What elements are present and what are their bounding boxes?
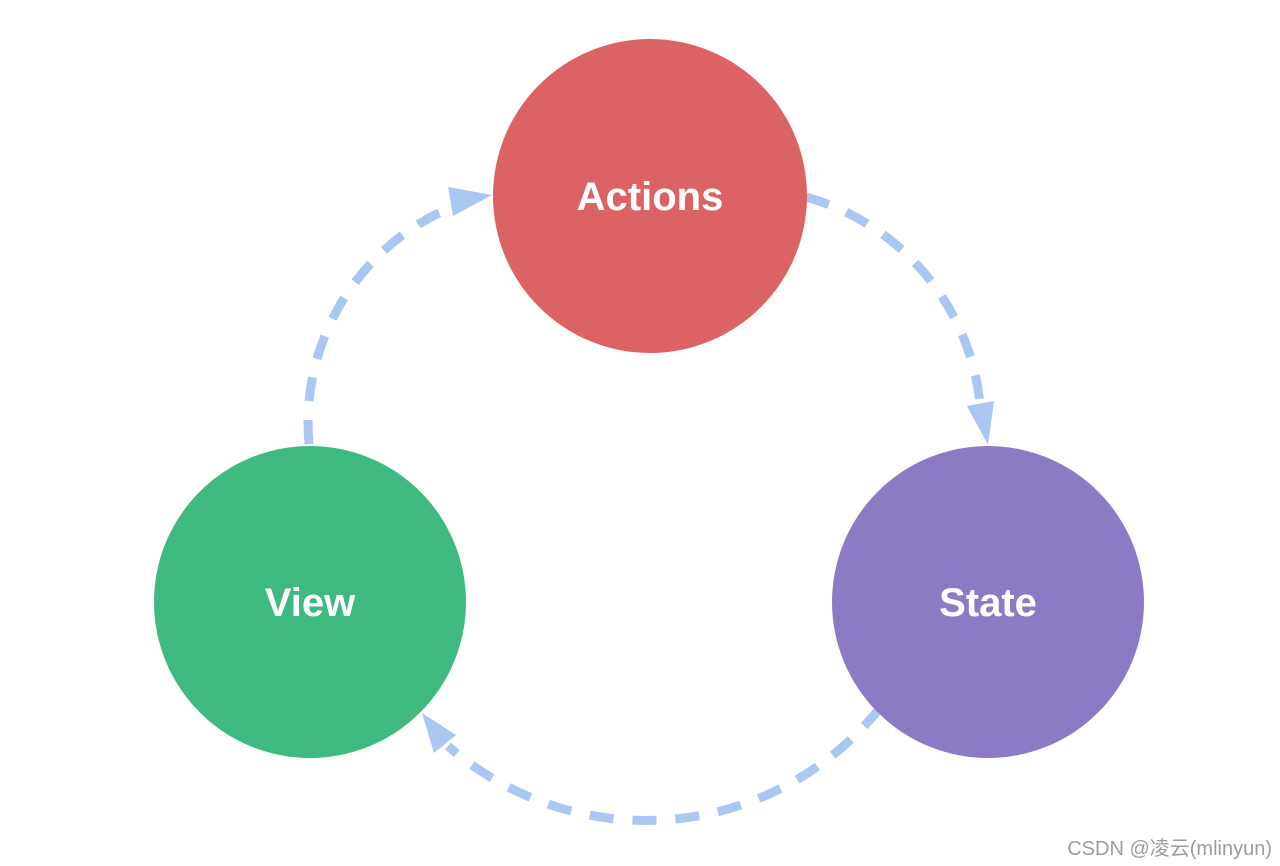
- edge-state-to-view: [445, 705, 884, 825]
- edge-group: [303, 192, 985, 825]
- arrowhead-to-actions-icon: [448, 187, 492, 216]
- state-label: State: [939, 581, 1037, 625]
- arrowhead-group: [422, 187, 994, 753]
- node-view: View: [154, 446, 466, 758]
- watermark: CSDN @凌云(mlinyun): [1067, 837, 1272, 860]
- edge-actions-to-state: [804, 192, 985, 405]
- arrowhead-to-state-icon: [967, 401, 994, 445]
- node-state: State: [832, 446, 1144, 758]
- edge-view-to-actions: [303, 202, 454, 445]
- arrowhead-to-view-icon: [422, 713, 456, 753]
- actions-label: Actions: [577, 175, 724, 219]
- node-actions: Actions: [493, 39, 807, 353]
- state-circle: [832, 446, 1144, 758]
- actions-circle: [493, 39, 807, 353]
- view-label: View: [265, 581, 356, 625]
- view-circle: [154, 446, 466, 758]
